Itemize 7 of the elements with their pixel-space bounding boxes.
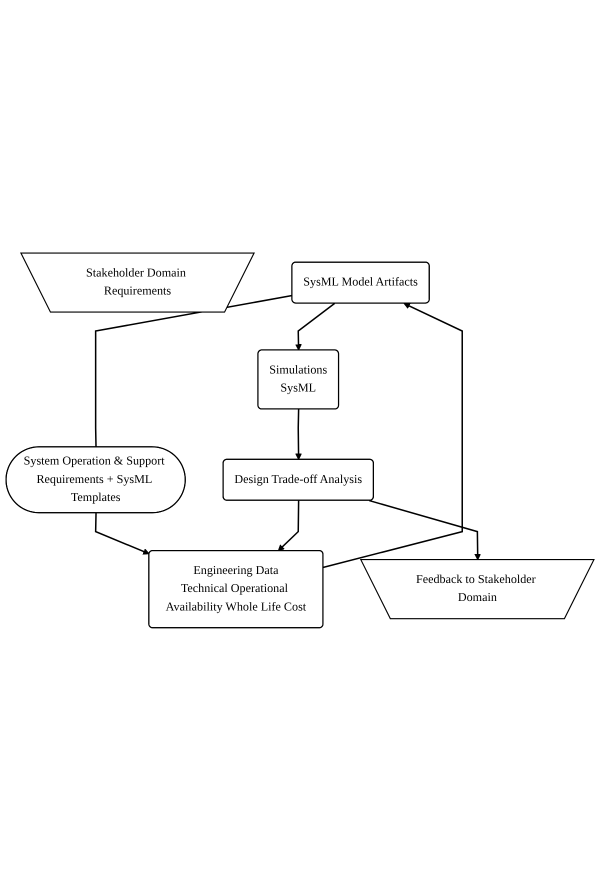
arrow <box>278 500 300 552</box>
arrow <box>323 303 463 568</box>
arrow <box>295 409 302 460</box>
connector <box>94 294 292 448</box>
arrow <box>369 500 481 560</box>
arrow <box>94 513 150 555</box>
arrow <box>295 302 336 351</box>
